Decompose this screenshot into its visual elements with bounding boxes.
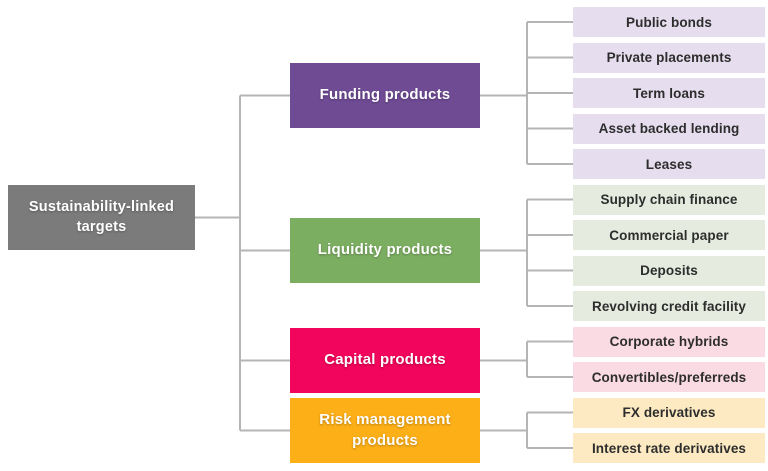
category-risk-management-products: Risk management products xyxy=(290,398,480,463)
leaf-private-placements: Private placements xyxy=(573,42,765,73)
leaf-fx-derivatives: FX derivatives xyxy=(573,397,765,428)
category-funding-products: Funding products xyxy=(290,63,480,128)
leaf-revolving-credit-facility: Revolving credit facility xyxy=(573,291,765,321)
leaf-leases: Leases xyxy=(573,149,765,179)
leaf-convertibles-preferreds: Convertibles/preferreds xyxy=(573,362,765,392)
leaf-deposits: Deposits xyxy=(573,255,765,286)
leaf-asset-backed-lending: Asset backed lending xyxy=(573,113,765,144)
leaf-term-loans: Term loans xyxy=(573,78,765,108)
root-node-sustainability-linked-targets: Sustainability-linked targets xyxy=(8,185,195,250)
leaf-interest-rate-derivatives: Interest rate derivatives xyxy=(573,433,765,463)
category-capital-products: Capital products xyxy=(290,328,480,393)
leaf-corporate-hybrids: Corporate hybrids xyxy=(573,326,765,357)
category-liquidity-products: Liquidity products xyxy=(290,218,480,283)
leaf-supply-chain-finance: Supply chain finance xyxy=(573,184,765,215)
connector-path xyxy=(195,21,573,449)
leaf-commercial-paper: Commercial paper xyxy=(573,220,765,250)
leaf-public-bonds: Public bonds xyxy=(573,7,765,37)
